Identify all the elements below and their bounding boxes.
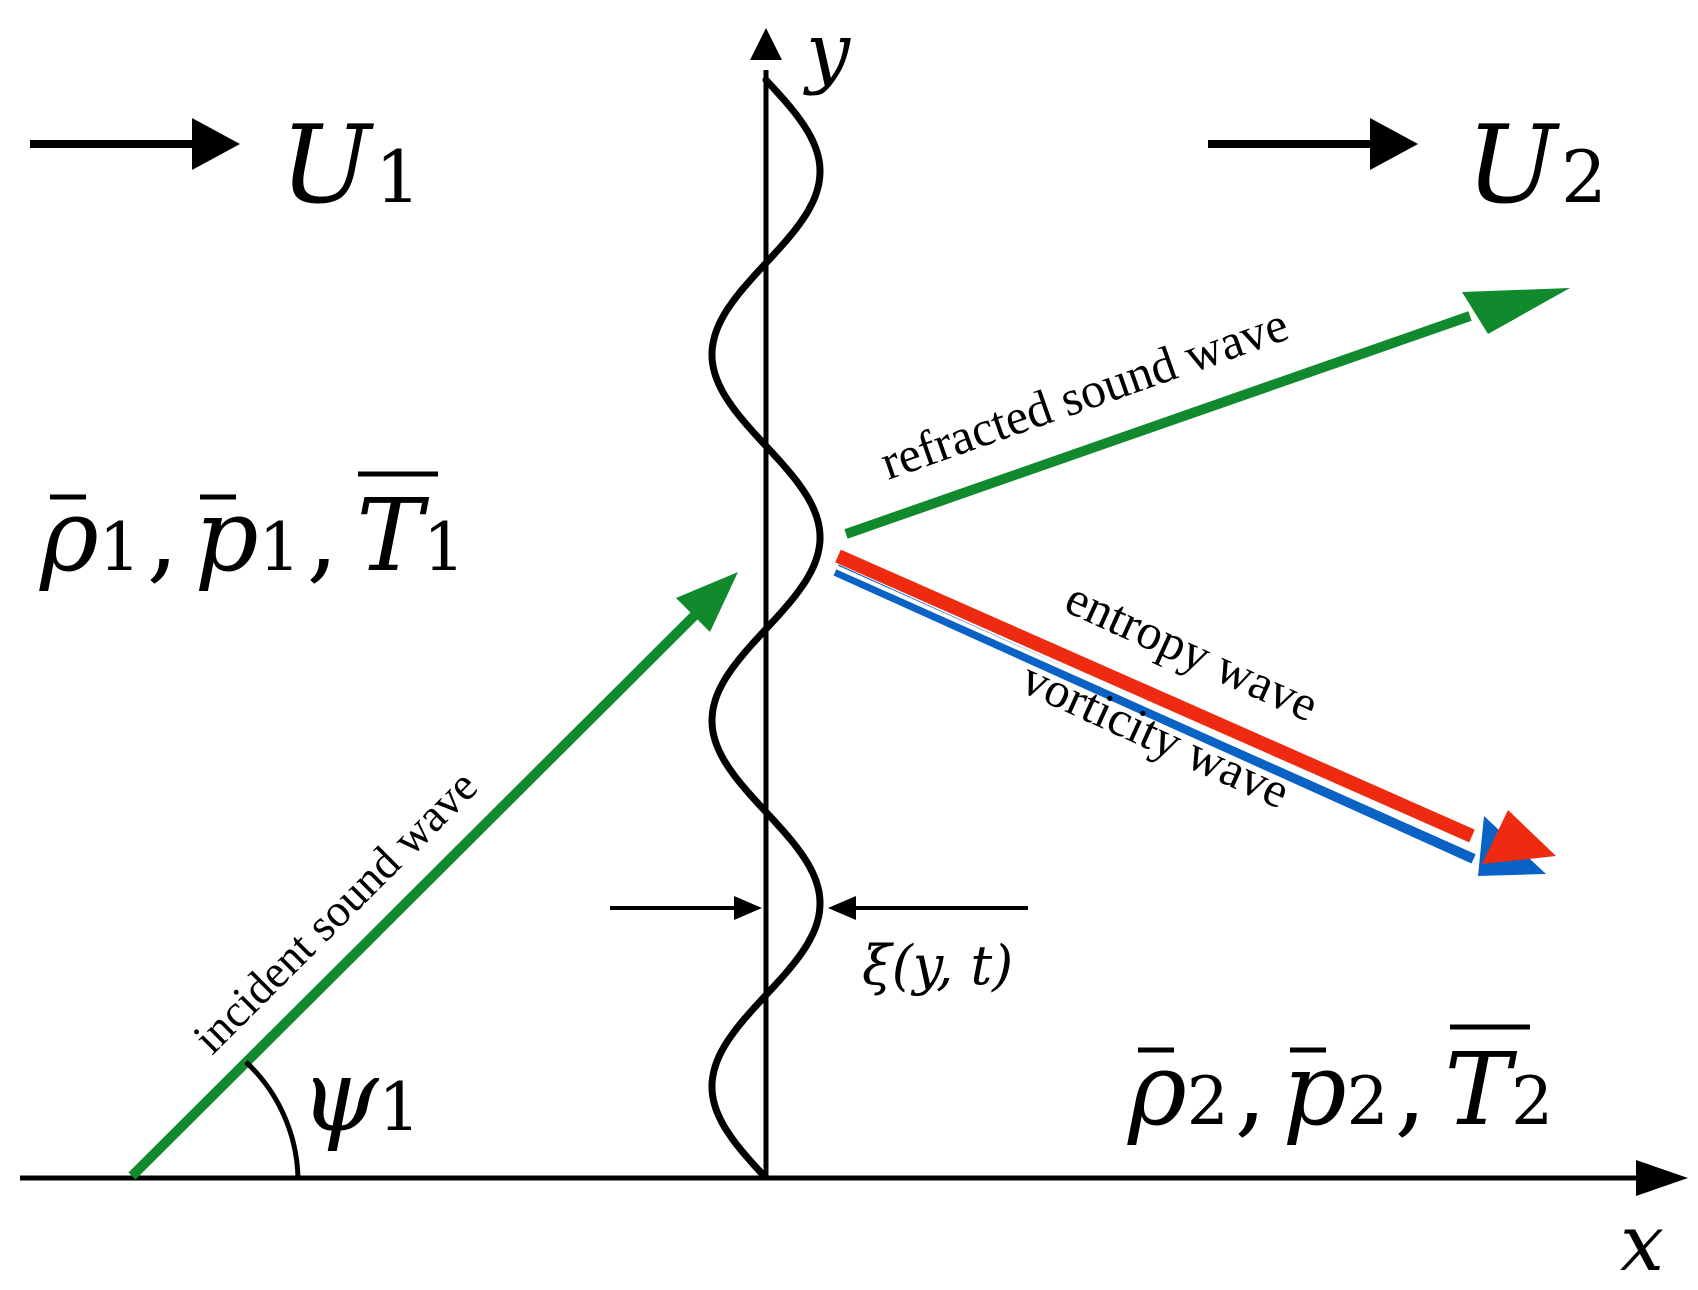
downstream-pressure-subscript: 2 xyxy=(1347,1063,1389,1140)
entropy-wave-arrow xyxy=(835,549,1556,864)
incident-angle-symbol: ψ xyxy=(300,1037,380,1154)
downstream-density-symbol: ρ xyxy=(1127,1031,1187,1148)
downstream-velocity-symbol: U xyxy=(1466,103,1560,228)
upstream-temperature-symbol: T xyxy=(356,477,429,594)
downstream-temperature-subscript: 2 xyxy=(1511,1063,1553,1140)
x-axis xyxy=(20,1160,1688,1196)
upstream-velocity-label: U1 xyxy=(280,103,421,228)
incident-angle-arc xyxy=(244,1060,301,1179)
upstream-pressure-subscript: 1 xyxy=(259,509,301,586)
upstream-flow-arrow xyxy=(30,118,240,170)
incident-wave-arrow xyxy=(128,572,738,1180)
x-axis-label: x xyxy=(1620,1199,1664,1289)
refracted-wave-label: refracted sound wave xyxy=(873,296,1295,491)
downstream-state-label: ρ2,p2,T2 xyxy=(1127,1024,1553,1148)
upstream-temperature-subscript: 1 xyxy=(423,509,465,586)
downstream-velocity-subscript: 2 xyxy=(1561,135,1607,219)
downstream-velocity-label: U2 xyxy=(1466,103,1607,228)
upstream-separator-1: , xyxy=(147,477,179,594)
displacement-left-arrow xyxy=(610,896,762,920)
incident-angle-label: ψ1 xyxy=(300,1037,420,1154)
incident-wave-label: incident sound wave xyxy=(183,760,487,1063)
upstream-density-subscript: 1 xyxy=(99,509,141,586)
upstream-state-label: ρ1,p1,T1 xyxy=(39,471,465,594)
upstream-density-symbol: ρ xyxy=(39,477,99,594)
downstream-density-subscript: 2 xyxy=(1187,1063,1229,1140)
incident-angle-subscript: 1 xyxy=(378,1069,420,1146)
displacement-label: ξ(y, t) xyxy=(862,934,1013,997)
wave-separator xyxy=(835,565,1479,855)
upstream-separator-2: , xyxy=(307,477,339,594)
downstream-temperature-symbol: T xyxy=(1444,1031,1517,1148)
y-axis-label: y xyxy=(803,7,851,97)
svg-text:ρ1,p1,T1: ρ1,p1,T1 xyxy=(39,477,465,594)
shock-front-curve xyxy=(708,76,824,1180)
upstream-velocity-symbol: U xyxy=(280,103,374,228)
upstream-velocity-subscript: 1 xyxy=(375,135,421,219)
refracted-wave-arrow xyxy=(844,288,1570,539)
downstream-pressure-symbol: p xyxy=(1283,1031,1347,1148)
displacement-right-arrow xyxy=(828,896,1028,920)
upstream-pressure-symbol: p xyxy=(195,477,259,594)
downstream-flow-arrow xyxy=(1208,118,1418,170)
downstream-separator-2: , xyxy=(1395,1031,1427,1148)
svg-text:ρ2,p2,T2: ρ2,p2,T2 xyxy=(1127,1031,1553,1148)
downstream-separator-1: , xyxy=(1235,1031,1267,1148)
